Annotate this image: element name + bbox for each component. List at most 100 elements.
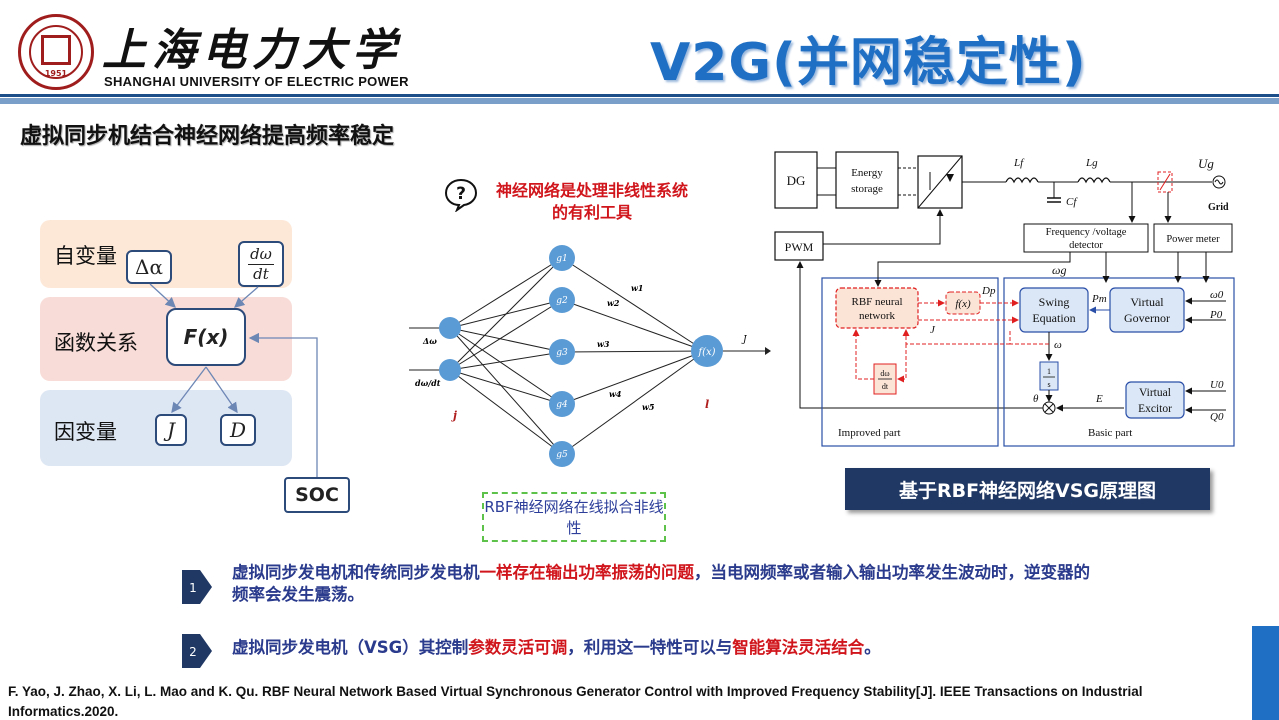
weight-label-4: w4: [609, 389, 622, 399]
seal-inner-ring: [29, 25, 83, 79]
virtual-excitor-block: [1125, 381, 1185, 419]
bullet-1-highlight: 一样存在输出功率振荡的问题: [479, 563, 695, 582]
omega0-label: ω0: [1210, 289, 1224, 301]
hidden-label-5: g5: [556, 450, 568, 460]
bullet-2-highlight-2: 智能算法灵活结合: [732, 638, 865, 657]
lg-inductor: [1077, 177, 1111, 184]
bullet-marker-1: 1: [182, 570, 212, 604]
hidden-label-3: g3: [556, 348, 568, 358]
lf-label: Lf: [1013, 157, 1025, 169]
rbf-label-2: network: [859, 310, 896, 322]
power-meter-label: Power meter: [1166, 234, 1220, 245]
domega-numerator: dω: [250, 245, 272, 263]
rbf-network-block: [835, 287, 919, 329]
output-arrowhead: [765, 347, 771, 355]
bullet-2-highlight-1: 参数灵活可调: [468, 638, 568, 657]
governor-label-1: Virtual: [1130, 295, 1164, 309]
output-layer-index: l: [705, 398, 709, 411]
omega-to-derivative: [897, 344, 907, 383]
bullet-marker-2: 2: [182, 634, 212, 668]
basic-part-label: Basic part: [1088, 427, 1132, 439]
input-layer-index: j: [451, 409, 457, 422]
breaker-box: [1157, 171, 1173, 193]
inertia-j-box: J: [155, 414, 187, 446]
bullet-2-part-5: 。: [864, 638, 881, 657]
bullet-2-part-3: ，利用这一特性可以与: [567, 638, 733, 657]
dp-label: Dp: [981, 285, 996, 297]
omega-g-label: ωg: [1052, 263, 1066, 277]
p0-label: P0: [1209, 309, 1223, 321]
pm-label: Pm: [1091, 293, 1107, 305]
u0-label: U0: [1210, 379, 1224, 391]
input-node-2: [439, 359, 461, 381]
soc-box: SOC: [284, 477, 350, 513]
theta-to-pwm: [796, 261, 1044, 409]
integrator-den: s: [1047, 380, 1050, 389]
bullet-2-part-1: 虚拟同步发电机（VSG）其控制: [232, 638, 469, 657]
detector-label-2: detector: [1069, 240, 1103, 251]
derivative-den: dt: [882, 382, 889, 391]
vsg-schematic: DG Energy storage Lf Cf Lg Ug Grid: [774, 151, 1235, 447]
input-node-1: [439, 317, 461, 339]
rbf-network-diagram: Δω dω/dt g1 g2 g3 g4 g5 w1 w2 w3 w4 w5 f…: [409, 245, 771, 467]
hidden-output-connections: [561, 257, 706, 455]
rbf-label-1: RBF neural: [851, 296, 902, 308]
ac-wave: [1214, 179, 1224, 185]
breaker-switch: [1159, 173, 1171, 191]
lg-label: Lg: [1085, 157, 1098, 169]
nn-caption: RBF神经网络在线拟合非线性: [482, 492, 666, 542]
bullet-1-part-3: ，当电网频率或者输入输出功率发生波动时，逆变器的频率会发生震荡。: [232, 563, 1090, 605]
function-label: 函数关系: [54, 331, 138, 355]
q0-label: Q0: [1210, 411, 1224, 423]
hidden-node-5: [549, 441, 575, 467]
diode-symbol: [946, 174, 954, 182]
university-seal-logo: 1951: [18, 14, 94, 90]
output-j-label: J: [741, 335, 748, 345]
bullet-number-1: 1: [189, 581, 197, 595]
pwm-to-inverter: [823, 209, 944, 245]
function-fx-box: F(x): [166, 308, 246, 366]
energy-storage-label-2: storage: [851, 183, 883, 195]
lf-inductor: [1005, 177, 1039, 184]
hidden-label-1: g1: [556, 254, 568, 264]
energy-storage-label-1: Energy: [851, 167, 883, 179]
swing-equation-block: [1019, 287, 1089, 333]
weight-label-5: w5: [642, 402, 655, 412]
hidden-node-2: [549, 287, 575, 313]
delta-alpha-box: Δα: [126, 250, 172, 284]
fraction-line: [248, 263, 274, 265]
section-title: 虚拟同步机结合神经网络提高频率稳定: [20, 124, 395, 149]
excitor-label-2: Excitor: [1138, 403, 1172, 415]
seal-emblem: [41, 35, 71, 65]
integrator-num: 1: [1047, 367, 1051, 376]
bullet-1-part-1: 虚拟同步发电机和传统同步发电机: [232, 563, 480, 582]
input-hidden-connections: [449, 257, 563, 455]
domega-denominator: dt: [253, 264, 269, 283]
hidden-label-2: g2: [556, 296, 568, 306]
seal-year: 1951: [44, 69, 68, 78]
improved-part-label: Improved part: [838, 427, 901, 439]
freq-voltage-detector: [1023, 223, 1149, 253]
basic-part-frame: [1003, 277, 1235, 447]
virtual-governor-block: [1109, 287, 1185, 333]
question-bubble-icon: ?: [444, 178, 478, 212]
output-node-label: f(x): [697, 347, 715, 358]
pwm-block: [774, 231, 824, 261]
hidden-node-1: [549, 245, 575, 271]
energy-storage-block: [835, 151, 899, 209]
independent-variable-label: 自变量: [54, 244, 117, 268]
fx-label: f(x): [955, 298, 971, 310]
dg-block: [774, 151, 818, 209]
detector-label-1: Frequency /voltage: [1046, 227, 1127, 238]
omega-label: ω: [1054, 339, 1062, 351]
inverter-diagonal: [917, 155, 963, 209]
derivative-num: dω: [880, 369, 889, 378]
svg-text:?: ?: [456, 184, 466, 204]
reference-citation: F. Yao, J. Zhao, X. Li, L. Mao and K. Qu…: [8, 684, 1143, 719]
bullet-text-2: 虚拟同步发电机（VSG）其控制参数灵活可调，利用这一特性可以与智能算法灵活结合。: [232, 637, 1092, 659]
excitor-label-1: Virtual: [1139, 387, 1171, 399]
e-label: E: [1095, 393, 1103, 405]
derivative-to-rbf: [852, 329, 874, 380]
hidden-node-4: [549, 391, 575, 417]
input-label-1: Δω: [422, 336, 437, 346]
